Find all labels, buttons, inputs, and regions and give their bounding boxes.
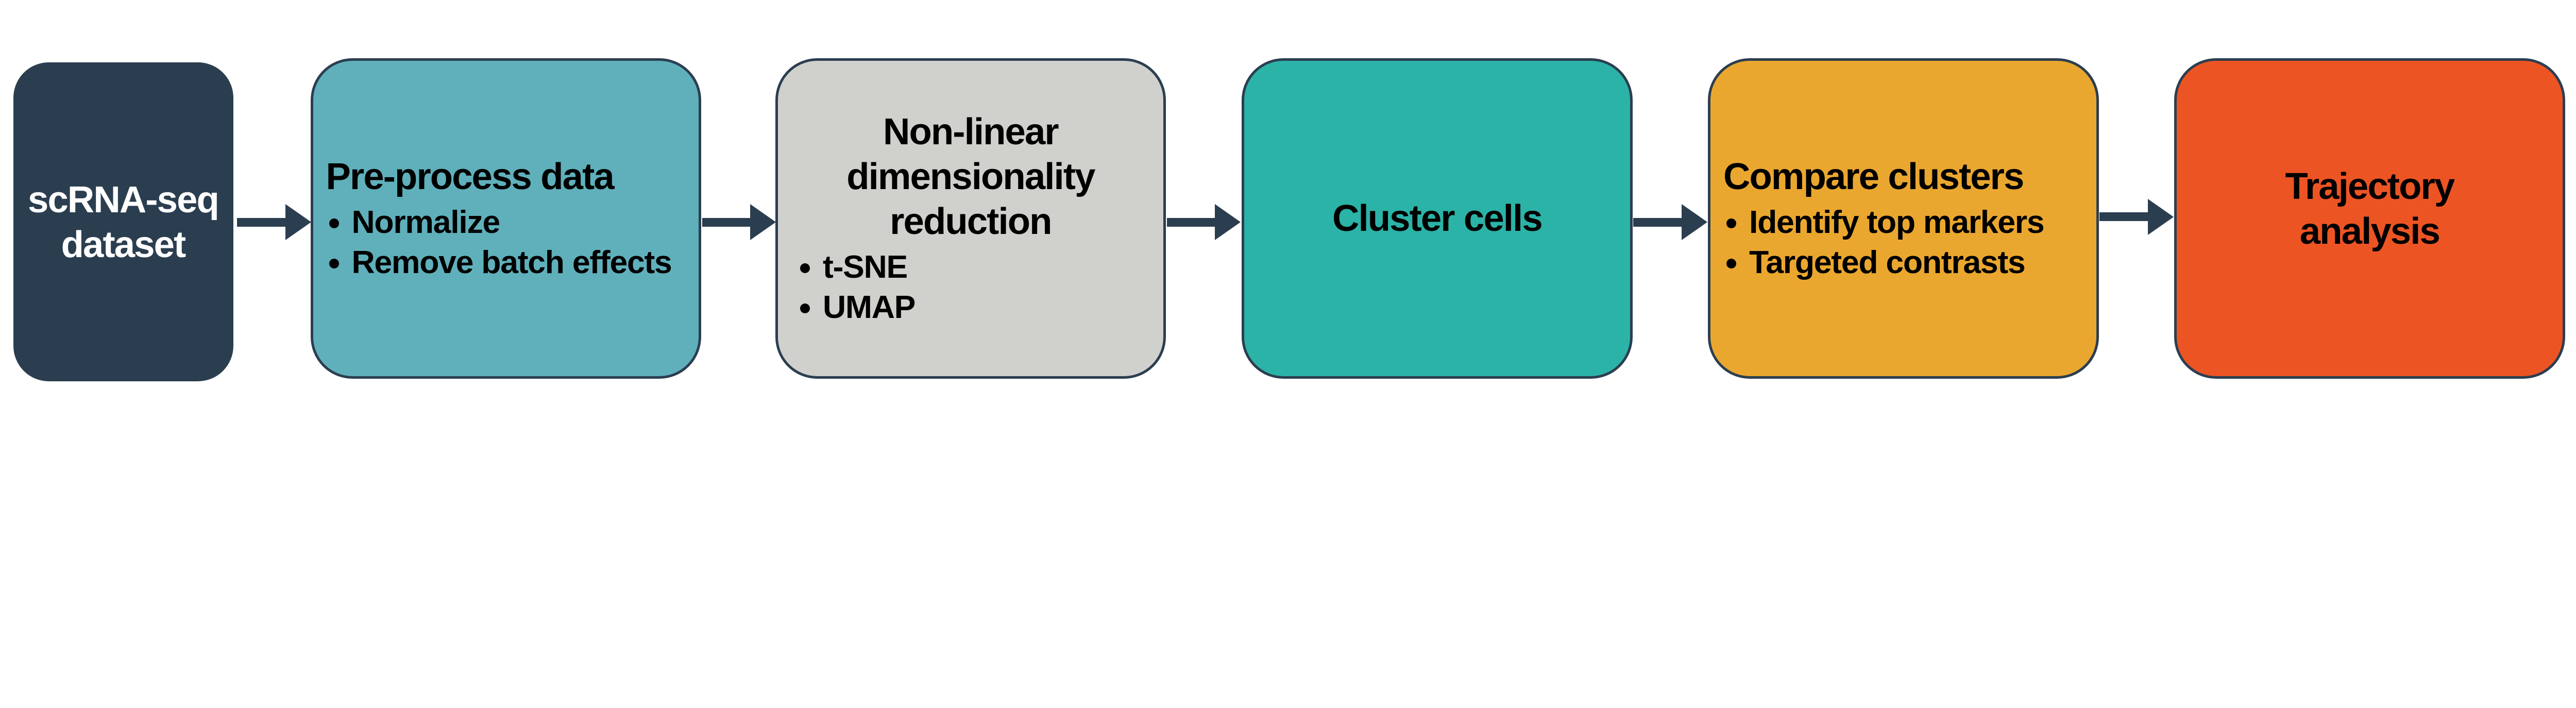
step-bullets: Identify top markers Targeted contrasts: [1723, 202, 2083, 282]
bullet-item: UMAP: [823, 287, 1144, 327]
step-bullets: t-SNE UMAP: [797, 247, 1144, 327]
step-title: Cluster cells: [1332, 197, 1543, 239]
step-compare: Compare clusters Identify top markers Ta…: [1708, 58, 2099, 379]
step-title: Compare clusters: [1723, 155, 2024, 197]
step-trajectory: Trajectory analysis: [2174, 58, 2565, 379]
bullet-item: Targeted contrasts: [1749, 242, 2083, 282]
step-title: Non-linear dimensionality reduction: [846, 110, 1095, 242]
step-cluster: Cluster cells: [1242, 58, 1633, 379]
step-dataset: scRNA-seq dataset: [13, 62, 233, 381]
bullet-item: Remove batch effects: [352, 242, 686, 282]
step-preprocess: Pre-process data Normalize Remove batch …: [310, 58, 702, 379]
bullet-item: Normalize: [352, 202, 686, 242]
step-title: Trajectory analysis: [2285, 165, 2455, 252]
step-bullets: Normalize Remove batch effects: [326, 202, 686, 282]
bullet-item: Identify top markers: [1749, 202, 2083, 242]
bullet-item: t-SNE: [823, 247, 1144, 287]
step-title: scRNA-seq dataset: [28, 178, 219, 265]
step-reduction: Non-linear dimensionality reduction t-SN…: [775, 58, 1166, 379]
step-title: Pre-process data: [326, 155, 615, 197]
